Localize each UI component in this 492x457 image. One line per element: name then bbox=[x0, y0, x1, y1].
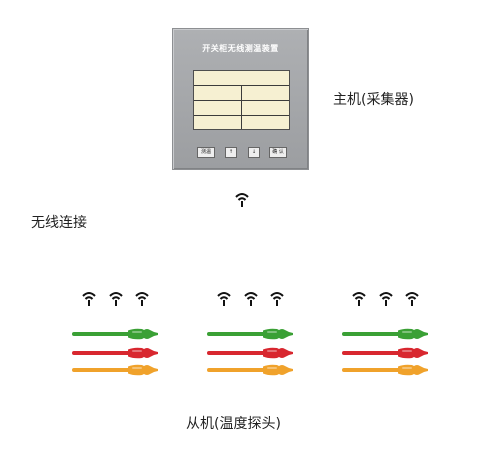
temperature-probe-icon bbox=[72, 364, 158, 376]
confirm-button[interactable]: 确 认 bbox=[269, 147, 287, 158]
temperature-probe-icon bbox=[342, 328, 428, 340]
wifi-signal-icon bbox=[135, 292, 149, 306]
wireless-link-label: 无线连接 bbox=[31, 215, 87, 231]
temperature-probe-icon bbox=[207, 347, 293, 359]
down-button[interactable]: ↓ bbox=[248, 147, 260, 158]
temperature-probe-icon bbox=[72, 328, 158, 340]
wifi-signal-icon bbox=[217, 292, 231, 306]
measure-button[interactable]: 测温 bbox=[197, 147, 215, 158]
host-label: 主机(采集器) bbox=[333, 92, 414, 108]
wifi-signal-icon bbox=[270, 292, 284, 306]
wifi-signal-icon bbox=[82, 292, 96, 306]
device-screen bbox=[193, 70, 290, 130]
slave-label: 从机(温度探头) bbox=[186, 416, 281, 432]
screen-grid-line bbox=[241, 85, 242, 129]
wifi-signal-icon bbox=[352, 292, 366, 306]
temperature-probe-icon bbox=[207, 328, 293, 340]
device-panel-title: 开关柜无线测温装置 bbox=[202, 44, 279, 53]
temperature-probe-icon bbox=[342, 347, 428, 359]
wifi-signal-icon bbox=[379, 292, 393, 306]
wifi-signal-icon bbox=[405, 292, 419, 306]
wifi-signal-icon bbox=[109, 292, 123, 306]
wifi-signal-icon bbox=[235, 193, 249, 207]
wifi-signal-icon bbox=[244, 292, 258, 306]
up-button[interactable]: ↑ bbox=[225, 147, 237, 158]
temperature-probe-icon bbox=[72, 347, 158, 359]
temperature-probe-icon bbox=[342, 364, 428, 376]
host-device: 开关柜无线测温装置 测温 ↑ ↓ 确 认 bbox=[172, 28, 309, 170]
temperature-probe-icon bbox=[207, 364, 293, 376]
